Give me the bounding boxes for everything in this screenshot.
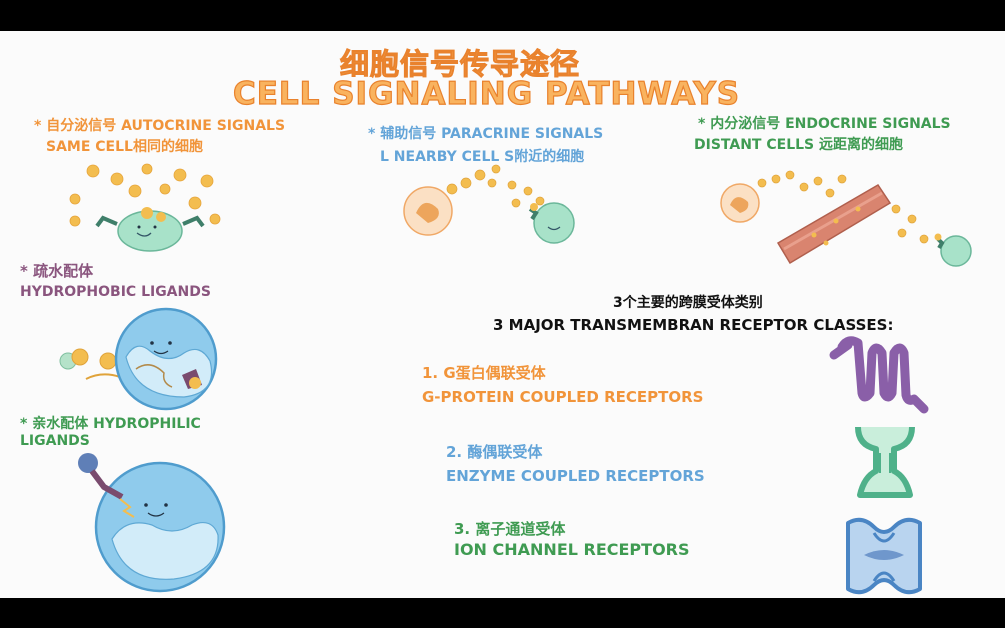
enzyme-receptor-icon: [855, 426, 915, 498]
receptor-3-en: ION CHANNEL RECEPTORS: [454, 540, 690, 559]
receptor-3-cn: 3. 离子通道受体: [454, 520, 566, 538]
receptor-1-en: G-PROTEIN COUPLED RECEPTORS: [422, 388, 704, 406]
autocrine-label: * 自分泌信号 AUTOCRINE SIGNALS: [34, 118, 286, 134]
endocrine-illustration: [720, 170, 972, 267]
receptor-2-cn: 2. 酶偶联受体: [446, 443, 543, 461]
ion-channel-receptor-icon: [846, 517, 922, 595]
hydrophobic-label-en: HYDROPHOBIC LIGANDS: [20, 284, 211, 300]
paracrine-label: * 辅助信号 PARACRINE SIGNALS: [368, 126, 604, 142]
title-chinese: 细胞信号传导途径: [339, 47, 581, 82]
hydrophilic-cell-illustration: [78, 453, 226, 593]
title-english: CELL SIGNALING PATHWAYS: [232, 75, 741, 112]
paracrine-sublabel: L NEARBY CELL S附近的细胞: [380, 149, 585, 165]
receptor-heading-en: 3 MAJOR TRANSMEMBRAN RECEPTOR CLASSES:: [493, 316, 894, 334]
autocrine-illustration: [69, 163, 221, 252]
receptor-1-cn: 1. G蛋白偶联受体: [422, 364, 546, 382]
hydrophobic-label-cn: * 疏水配体: [20, 262, 94, 280]
hydrophilic-label-2: LIGANDS: [20, 433, 90, 449]
diagram-canvas: 细胞信号传导途径 CELL SIGNALING PATHWAYS * 自分泌信号…: [0, 31, 1005, 598]
gpcr-receptor-icon: [829, 336, 929, 414]
hydrophilic-label: * 亲水配体 HYDROPHILIC: [20, 416, 201, 432]
endocrine-sublabel: DISTANT CELLS 远距离的细胞: [694, 137, 903, 153]
paracrine-illustration: [403, 164, 575, 244]
endocrine-label: * 内分泌信号 ENDOCRINE SIGNALS: [698, 116, 951, 132]
hydrophobic-cell-illustration: [59, 307, 218, 411]
receptor-2-en: ENZYME COUPLED RECEPTORS: [446, 467, 705, 485]
autocrine-sublabel: SAME CELL相同的细胞: [46, 139, 203, 155]
receptor-heading-cn: 3个主要的跨膜受体类别: [613, 295, 763, 311]
